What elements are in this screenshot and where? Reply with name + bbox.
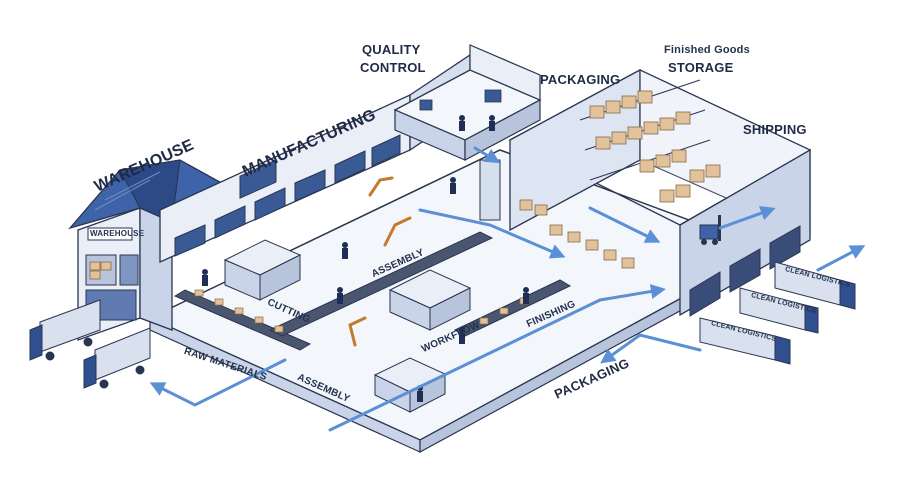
machine-units: [223, 239, 472, 413]
workflow-arrows: [149, 146, 866, 432]
robot-arm-icon: [348, 176, 412, 347]
truck-icon: [29, 261, 856, 389]
packaging-boxes: [519, 199, 635, 269]
conveyor-boxes: [194, 289, 529, 333]
storage-label: STORAGE: [668, 60, 734, 75]
finished-goods-label: Finished Goods: [664, 44, 750, 56]
quality-control-label-line1: QUALITY: [362, 42, 421, 57]
box-stack-upper: [589, 90, 721, 203]
shipping-label: SHIPPING: [743, 122, 807, 137]
worker-icon: [202, 177, 529, 402]
warehouse-sign: WAREHOUSE: [90, 229, 145, 238]
loading-docks: [689, 225, 801, 317]
quality-control-label-line2: CONTROL: [360, 60, 426, 75]
packaging-top-label: PACKAGING: [540, 72, 621, 87]
storage-building: [508, 68, 812, 317]
quality-control-room: [393, 44, 542, 221]
